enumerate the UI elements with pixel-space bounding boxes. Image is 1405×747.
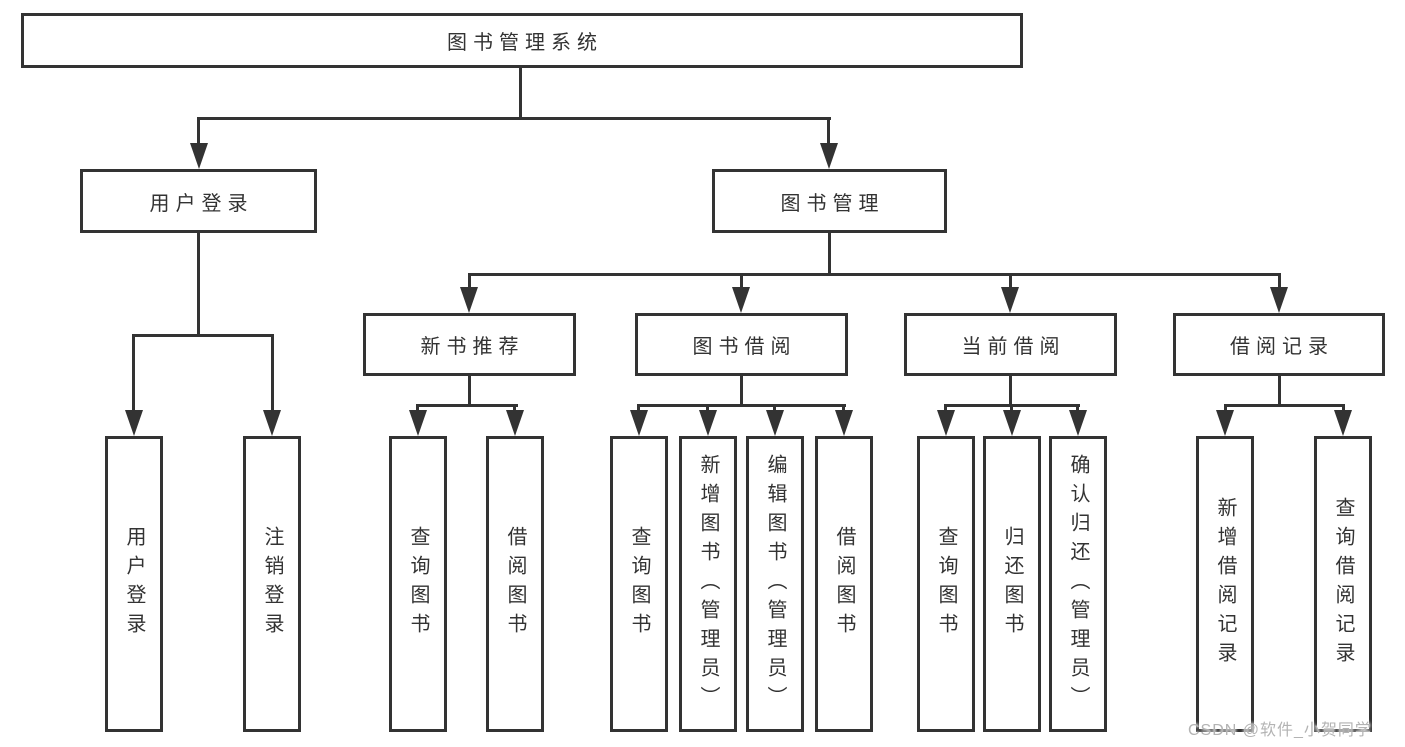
leaf-edit-book-admin-label: 编辑图书（管理员） bbox=[764, 453, 786, 715]
leaf-add-borrow-record: 新增借阅记录 bbox=[1196, 436, 1254, 732]
connector-line bbox=[197, 117, 831, 120]
connector-line bbox=[637, 404, 846, 407]
connector-line bbox=[132, 337, 135, 410]
connector-line bbox=[1342, 407, 1345, 410]
leaf-logout-label: 注销登录 bbox=[261, 526, 283, 642]
arrow-down-icon bbox=[190, 143, 208, 169]
leaf-query-book-recommend-label: 查询图书 bbox=[407, 526, 429, 642]
connector-line bbox=[416, 407, 419, 410]
leaf-query-book-recommend: 查询图书 bbox=[389, 436, 447, 732]
leaf-add-book-admin-label: 新增图书（管理员） bbox=[697, 453, 719, 715]
leaf-borrow-book: 借阅图书 bbox=[815, 436, 873, 732]
connector-line bbox=[637, 407, 640, 410]
arrow-down-icon bbox=[699, 410, 717, 436]
connector-line bbox=[1278, 276, 1281, 287]
node-new-book-recommend-label: 新书推荐 bbox=[420, 336, 525, 358]
leaf-user-login: 用户登录 bbox=[105, 436, 163, 732]
leaf-borrow-book-recommend-label: 借阅图书 bbox=[504, 526, 526, 642]
connector-line bbox=[1010, 407, 1013, 410]
node-borrow-record-label: 借阅记录 bbox=[1230, 336, 1334, 358]
connector-line bbox=[1009, 376, 1012, 407]
node-borrow-record: 借阅记录 bbox=[1173, 313, 1385, 376]
leaf-confirm-return-admin: 确认归还（管理员） bbox=[1049, 436, 1107, 732]
leaf-user-login-label: 用户登录 bbox=[123, 526, 145, 642]
arrow-down-icon bbox=[1001, 287, 1019, 313]
leaf-query-book-borrow: 查询图书 bbox=[610, 436, 668, 732]
arrow-down-icon bbox=[1270, 287, 1288, 313]
leaf-query-book-current-label: 查询图书 bbox=[935, 526, 957, 642]
connector-line bbox=[773, 407, 776, 410]
connector-line bbox=[706, 407, 709, 410]
node-current-borrow: 当前借阅 bbox=[904, 313, 1117, 376]
arrow-down-icon bbox=[506, 410, 524, 436]
leaf-borrow-book-label: 借阅图书 bbox=[833, 526, 855, 642]
connector-line bbox=[1076, 407, 1079, 410]
arrow-down-icon bbox=[1003, 410, 1021, 436]
connector-line bbox=[416, 404, 518, 407]
leaf-query-book-current: 查询图书 bbox=[917, 436, 975, 732]
connector-line bbox=[513, 407, 516, 410]
node-new-book-recommend: 新书推荐 bbox=[363, 313, 576, 376]
connector-line bbox=[468, 273, 1281, 276]
leaf-return-book: 归还图书 bbox=[983, 436, 1041, 732]
node-book-management: 图书管理 bbox=[712, 169, 947, 233]
connector-line bbox=[1278, 376, 1281, 407]
arrow-down-icon bbox=[732, 287, 750, 313]
leaf-query-borrow-record: 查询借阅记录 bbox=[1314, 436, 1372, 732]
connector-line bbox=[944, 407, 947, 410]
node-user-login-label: 用户登录 bbox=[149, 192, 254, 215]
node-library-system: 图书管理系统 bbox=[21, 13, 1023, 68]
arrow-down-icon bbox=[937, 410, 955, 436]
leaf-borrow-book-recommend: 借阅图书 bbox=[486, 436, 544, 732]
connector-line bbox=[842, 407, 845, 410]
node-book-borrow: 图书借阅 bbox=[635, 313, 848, 376]
node-book-borrow-label: 图书借阅 bbox=[692, 336, 797, 358]
leaf-add-book-admin: 新增图书（管理员） bbox=[679, 436, 737, 732]
arrow-down-icon bbox=[263, 410, 281, 436]
arrow-down-icon bbox=[460, 287, 478, 313]
arrow-down-icon bbox=[835, 410, 853, 436]
connector-line bbox=[1224, 407, 1227, 410]
arrow-down-icon bbox=[1216, 410, 1234, 436]
leaf-logout: 注销登录 bbox=[243, 436, 301, 732]
connector-line bbox=[132, 334, 274, 337]
csdn-watermark: CSDN @软件_小贺同学 bbox=[1188, 722, 1372, 739]
connector-line bbox=[468, 376, 471, 407]
connector-line bbox=[519, 68, 522, 120]
leaf-query-book-borrow-label: 查询图书 bbox=[628, 526, 650, 642]
arrow-down-icon bbox=[1334, 410, 1352, 436]
connector-line bbox=[740, 276, 743, 287]
node-current-borrow-label: 当前借阅 bbox=[961, 336, 1066, 358]
arrow-down-icon bbox=[766, 410, 784, 436]
leaf-add-borrow-record-label: 新增借阅记录 bbox=[1214, 497, 1236, 671]
leaf-edit-book-admin: 编辑图书（管理员） bbox=[746, 436, 804, 732]
arrow-down-icon bbox=[125, 410, 143, 436]
connector-line bbox=[944, 404, 1080, 407]
arrow-down-icon bbox=[630, 410, 648, 436]
arrow-down-icon bbox=[1069, 410, 1087, 436]
leaf-query-borrow-record-label: 查询借阅记录 bbox=[1332, 497, 1354, 671]
connector-line bbox=[1224, 404, 1345, 407]
leaf-confirm-return-admin-label: 确认归还（管理员） bbox=[1067, 453, 1089, 715]
connector-line bbox=[740, 376, 743, 407]
connector-line bbox=[828, 233, 831, 276]
node-user-login: 用户登录 bbox=[80, 169, 317, 233]
arrow-down-icon bbox=[409, 410, 427, 436]
connector-line bbox=[1009, 276, 1012, 287]
connector-line bbox=[197, 233, 200, 337]
connector-line bbox=[468, 276, 471, 287]
node-book-management-label: 图书管理 bbox=[780, 192, 885, 215]
connector-line bbox=[827, 120, 830, 143]
connector-line bbox=[197, 120, 200, 143]
connector-line bbox=[271, 337, 274, 410]
arrow-down-icon bbox=[820, 143, 838, 169]
leaf-return-book-label: 归还图书 bbox=[1001, 526, 1023, 642]
node-library-system-label: 图书管理系统 bbox=[447, 32, 603, 54]
